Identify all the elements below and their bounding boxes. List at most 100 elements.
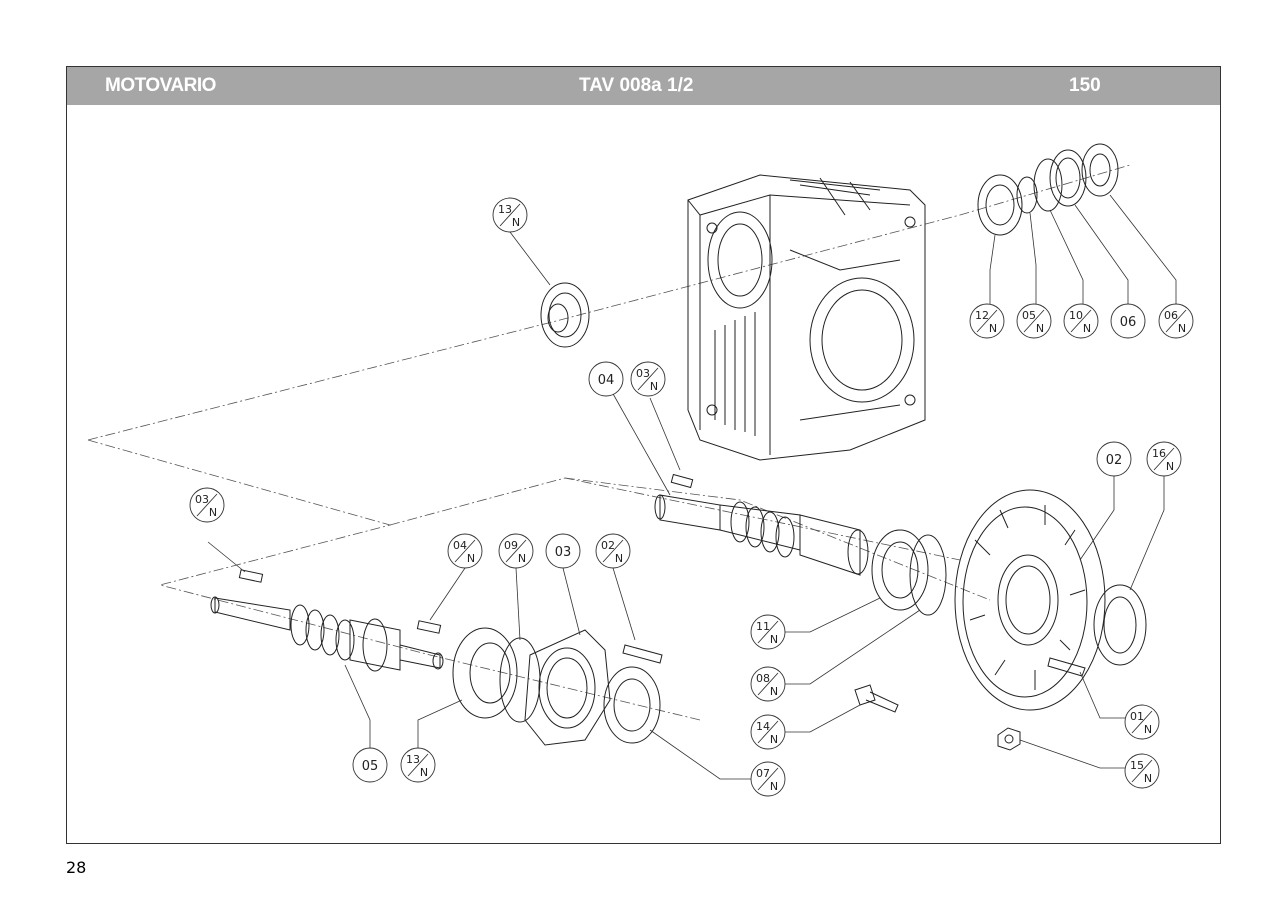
callout-c11: 11N (750, 614, 786, 650)
callout-suffix: N (770, 685, 778, 698)
flange-03 (524, 629, 611, 746)
callout-code: 14 (756, 720, 770, 733)
callout-suffix: N (467, 552, 475, 565)
callout-suffix: N (650, 380, 658, 393)
callout-suffix: N (1083, 322, 1091, 335)
callout-c03a: 03N (630, 361, 666, 397)
callout-c16: 16N (1146, 441, 1182, 477)
assembly-axis-lines (87, 164, 1131, 721)
callout-code: 03 (555, 545, 572, 560)
callout-code: 01 (1130, 710, 1144, 723)
callout-c10: 10N (1063, 303, 1099, 339)
callout-c04a: 04 (588, 361, 624, 397)
callout-code: 07 (756, 767, 770, 780)
callout-suffix: N (1144, 772, 1152, 785)
oil-seal-07 (603, 666, 661, 744)
callout-code: 08 (756, 672, 770, 685)
callout-c06a: 06 (1110, 303, 1146, 339)
callout-slash (1153, 447, 1175, 471)
callout-code: 03 (195, 493, 209, 506)
callout-suffix: N (518, 552, 526, 565)
callout-code: 04 (453, 539, 467, 552)
callout-suffix: N (209, 506, 217, 519)
callout-slash (407, 753, 429, 777)
callout-code: 16 (1152, 447, 1166, 460)
callout-suffix: N (1036, 322, 1044, 335)
callout-suffix: N (770, 780, 778, 793)
callout-slash (196, 493, 218, 517)
callout-c09: 09N (498, 533, 534, 569)
callout-code: 11 (756, 620, 770, 633)
callout-slash (454, 539, 476, 563)
callout-c03b: 03N (189, 487, 225, 523)
callout-slash (505, 539, 527, 563)
callout-code: 12 (975, 309, 989, 322)
callout-suffix: N (512, 216, 520, 229)
callout-slash (1165, 309, 1187, 333)
brand-name: MOTOVARIO (105, 75, 216, 96)
callout-c13b: 13N (400, 747, 436, 783)
callout-suffix: N (770, 633, 778, 646)
callout-suffix: N (615, 552, 623, 565)
callout-suffix: N (1166, 460, 1174, 473)
worm-shaft-lower (210, 596, 444, 672)
callout-suffix: N (770, 733, 778, 746)
callout-slash (757, 672, 779, 696)
callout-circle (352, 747, 388, 783)
callout-code: 13 (498, 203, 512, 216)
output-bearing-set (977, 143, 1119, 236)
callout-c12: 12N (969, 303, 1005, 339)
callout-slash (602, 539, 624, 563)
callout-slash (1131, 710, 1153, 734)
callout-suffix: N (1178, 322, 1186, 335)
callout-c14: 14N (750, 714, 786, 750)
gearbox-size: 150 (1069, 75, 1101, 96)
callout-code: 15 (1130, 759, 1144, 772)
screw-02 (622, 644, 663, 664)
callout-c02a: 02 (1096, 441, 1132, 477)
key-left (238, 569, 264, 583)
flange-02 (954, 489, 1147, 711)
callout-c07: 07N (750, 761, 786, 797)
callout-slash (976, 309, 998, 333)
callout-circle (1110, 303, 1146, 339)
nut-15 (997, 727, 1021, 751)
callout-slash (757, 620, 779, 644)
title-bar: MOTOVARIO TAV 008a 1/2 150 (67, 67, 1220, 105)
bearing-13-upper (540, 282, 590, 348)
callout-circle (545, 533, 581, 569)
drawing-frame: MOTOVARIO TAV 008a 1/2 150 (66, 66, 1221, 844)
callout-code: 10 (1069, 309, 1083, 322)
callout-c08: 08N (750, 666, 786, 702)
callout-c05a: 05N (1016, 303, 1052, 339)
page-number: 28 (66, 858, 87, 877)
callout-c01: 01N (1124, 704, 1160, 740)
key-upper (670, 473, 694, 489)
callout-slash (499, 203, 521, 227)
worm-shaft-upper (654, 494, 869, 576)
callout-slash (1023, 309, 1045, 333)
callout-code: 02 (601, 539, 615, 552)
callout-c02b: 02N (595, 533, 631, 569)
callout-slash (757, 767, 779, 791)
callout-slash (1131, 759, 1153, 783)
callout-code: 06 (1120, 315, 1137, 330)
callout-circle (588, 361, 624, 397)
leader-lines (207, 194, 1177, 780)
callout-code: 02 (1106, 453, 1123, 468)
table-reference: TAV 008a 1/2 (579, 75, 694, 96)
callout-c06b: 06N (1158, 303, 1194, 339)
callout-code: 05 (1022, 309, 1036, 322)
screw-14 (854, 684, 899, 713)
callout-suffix: N (989, 322, 997, 335)
callout-c15: 15N (1124, 753, 1160, 789)
callout-code: 05 (362, 759, 379, 774)
callout-suffix: N (1144, 723, 1152, 736)
callout-slash (1070, 309, 1092, 333)
gearbox-housing (687, 174, 926, 461)
callout-c05b: 05 (352, 747, 388, 783)
callout-slash (637, 367, 659, 391)
callout-suffix: N (420, 766, 428, 779)
